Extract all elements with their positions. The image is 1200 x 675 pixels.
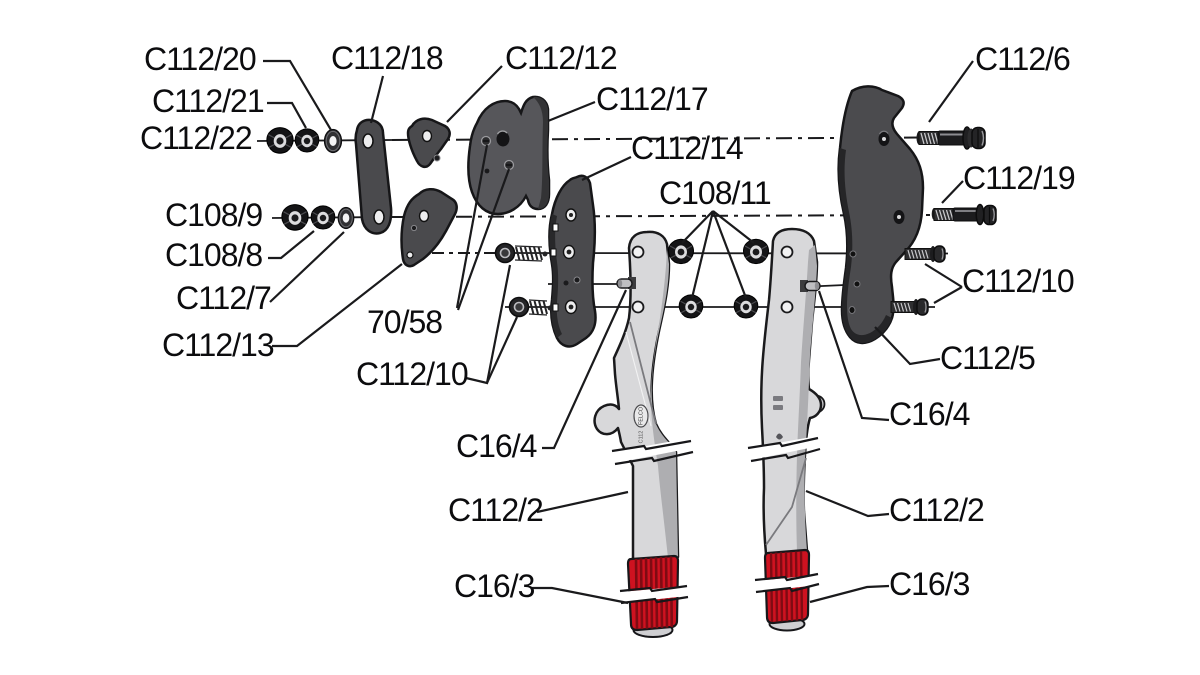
- part-plate-c112-14: [548, 174, 597, 348]
- break-mark-right-handle: [747, 436, 821, 463]
- leader-lines: [263, 59, 974, 605]
- label-c112-20: C112/20: [144, 41, 257, 77]
- label-c112-6: C112/6: [975, 41, 1071, 77]
- label-c108-8: C108/8: [165, 237, 263, 273]
- part-pin-c16-4-left: [616, 277, 636, 289]
- part-grip-c16-3-right: [754, 548, 820, 632]
- label-c108-9: C108/9: [165, 197, 263, 233]
- label-c112-13: C112/13: [162, 327, 275, 363]
- part-cover-c112-5: [837, 85, 925, 345]
- part-handle-right-c112-2: [760, 227, 826, 556]
- label-c112-19: C112/19: [963, 160, 1076, 196]
- label-c112-10-right: C112/10: [962, 263, 1075, 299]
- label-c112-12: C112/12: [505, 40, 618, 76]
- label-c16-4-right: C16/4: [889, 396, 970, 432]
- label-c108-11: C108/11: [659, 175, 772, 211]
- label-c112-5: C112/5: [940, 340, 1036, 376]
- label-c112-18: C112/18: [331, 40, 444, 76]
- part-bolt-c112-19: [931, 203, 997, 226]
- label-c112-2-right: C112/2: [889, 492, 985, 528]
- handle-model-marking: C112: [638, 431, 644, 444]
- part-bracket-c112-12: [406, 117, 451, 169]
- handle-brand-marking: FELCO: [638, 406, 644, 425]
- part-bracket-c112-13: [400, 188, 458, 268]
- part-blade-c112-17: [467, 95, 551, 216]
- part-grip-c16-3-left: [619, 554, 689, 638]
- label-c112-2-left: C112/2: [448, 492, 544, 528]
- part-link-c112-18: [354, 118, 393, 235]
- label-c112-17: C112/17: [596, 81, 709, 117]
- part-screws-c112-10-right: [890, 245, 946, 316]
- label-c112-22: C112/22: [140, 120, 253, 156]
- part-handle-left-c112-2: FELCO C112: [593, 230, 680, 562]
- part-spring-screws-c112-10-left: [494, 242, 553, 318]
- label-c112-14: C112/14: [631, 130, 744, 166]
- label-c16-3-right: C16/3: [889, 566, 970, 602]
- label-c112-21: C112/21: [152, 83, 265, 119]
- part-pin-c16-4-right: [800, 280, 821, 292]
- label-70-58: 70/58: [367, 304, 443, 340]
- label-c112-7: C112/7: [176, 280, 272, 316]
- break-mark-left-handle: [611, 438, 694, 466]
- part-bolt-c112-6: [916, 126, 986, 150]
- label-c16-4-left: C16/4: [456, 428, 537, 464]
- label-c16-3-left: C16/3: [454, 568, 535, 604]
- label-c112-10-left: C112/10: [356, 356, 469, 392]
